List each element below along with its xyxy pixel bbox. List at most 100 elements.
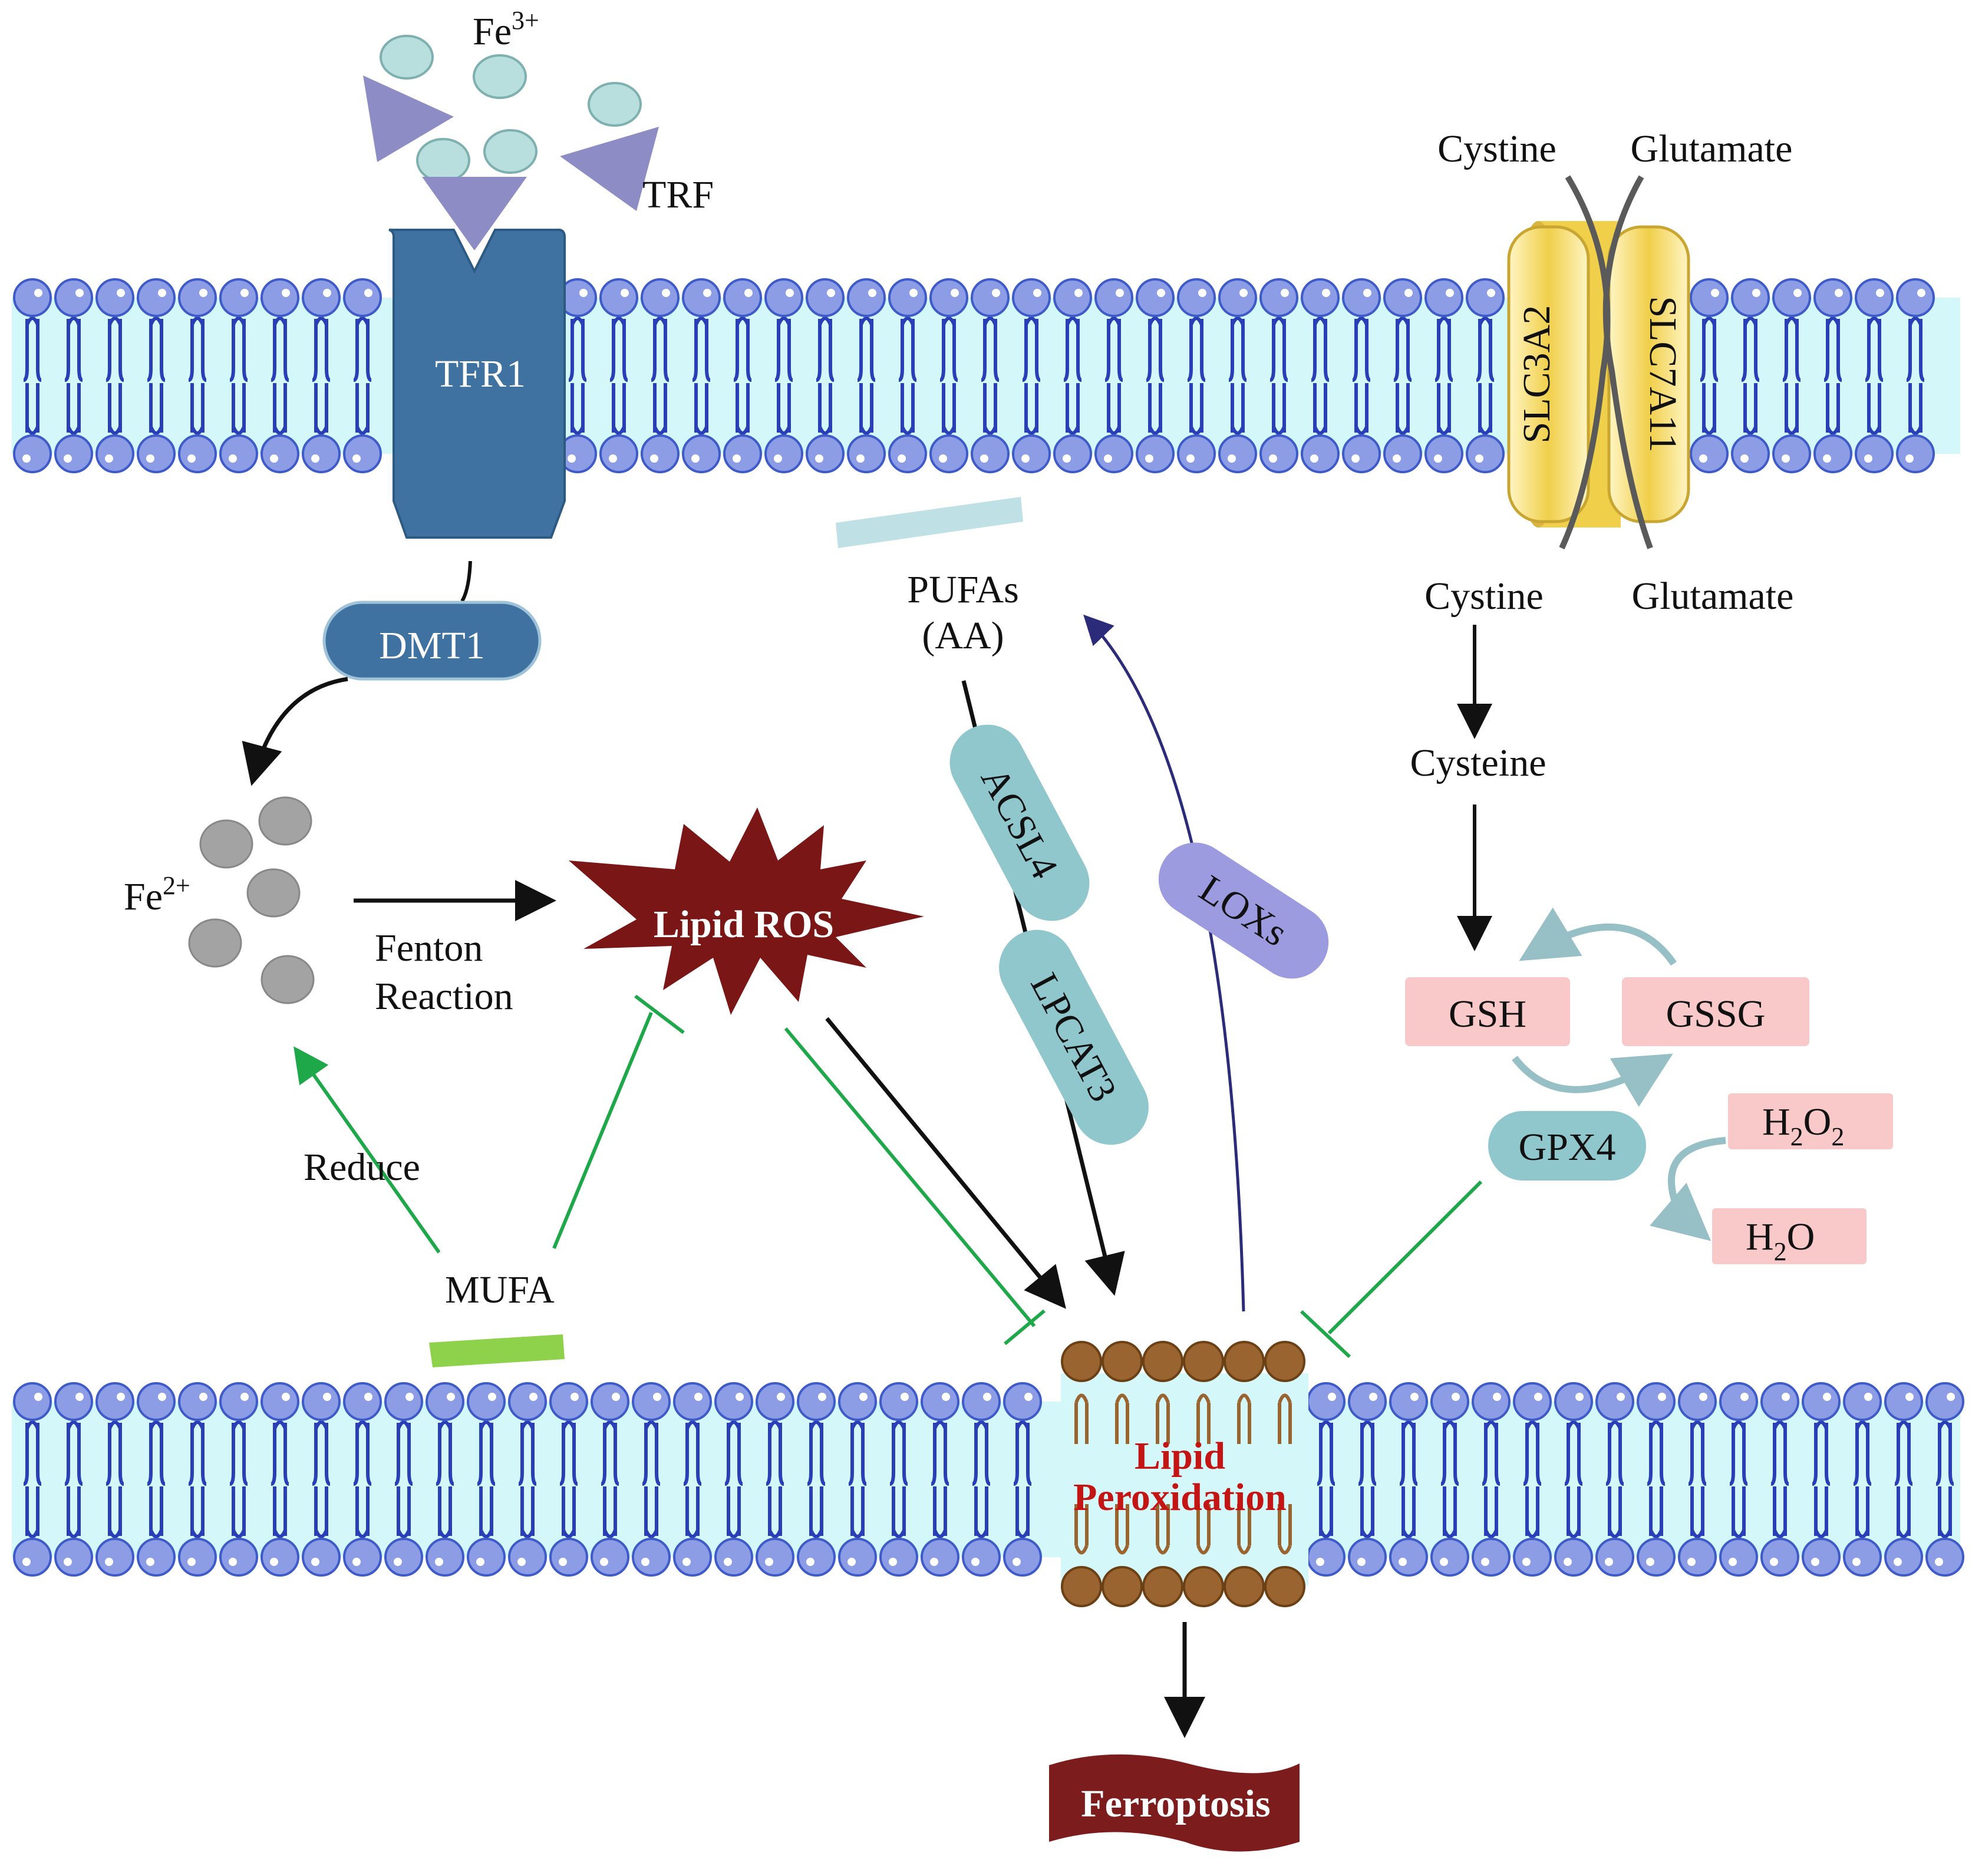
lipid-head (1307, 1538, 1346, 1577)
lipid-head (1884, 1382, 1923, 1421)
lipid-head (1003, 1382, 1042, 1421)
lipid-ros-starburst (569, 807, 924, 1015)
lipid-head (1383, 278, 1422, 317)
reduce-label: Reduce (304, 1146, 420, 1189)
lipid-head (797, 1382, 836, 1421)
lipid-head (1177, 278, 1216, 317)
fe3-label: Fe3+ (473, 6, 539, 53)
lipid-head (1472, 1382, 1511, 1421)
lipid-perox-label-line1: Lipid (1135, 1435, 1225, 1478)
lipid-head (508, 1382, 547, 1421)
lipid-head (178, 434, 217, 473)
peroxidized-lipid-head (1224, 1341, 1265, 1382)
lipid-head (1259, 278, 1298, 317)
lipid-head (260, 1538, 299, 1577)
lipid-head (1307, 1382, 1346, 1421)
lipid-head (921, 1538, 959, 1577)
mufa-inhibits-lipid-ros (552, 1011, 653, 1249)
lipid-head (1925, 1538, 1964, 1577)
lipid-head (682, 434, 721, 473)
lipid-head (723, 434, 762, 473)
mufa-reduce-fe2-arrow (294, 1046, 441, 1254)
cystine-in-label: Cystine (1424, 575, 1544, 618)
lipid-head (673, 1382, 712, 1421)
lipid-head (962, 1382, 1001, 1421)
lipid-head (1342, 278, 1381, 317)
lipid-head (847, 434, 886, 473)
lipid-head (1595, 1382, 1634, 1421)
dmt1-to-fe2-arrow (242, 677, 348, 786)
lipid-head (1003, 1538, 1042, 1577)
lipid-head (95, 434, 134, 473)
gpx4-box (1488, 1111, 1646, 1181)
lipid-head (1301, 278, 1340, 317)
lipid-head (641, 434, 680, 473)
lipid-head (1424, 278, 1463, 317)
lipid-head (1513, 1382, 1552, 1421)
lipid-head (426, 1538, 464, 1577)
lipid-head (467, 1538, 506, 1577)
dmt1-box (322, 601, 542, 681)
lipid-head (13, 278, 52, 317)
gsh-label: GSH (1449, 993, 1526, 1036)
peroxidized-lipid-head (1102, 1566, 1143, 1607)
lipid-head (54, 434, 93, 473)
lipid-head (549, 1538, 588, 1577)
lipid-head (178, 1382, 217, 1421)
lipid-head (1383, 434, 1422, 473)
tfr1-receptor (388, 229, 566, 539)
lipid-head (13, 1382, 52, 1421)
lipid-head (929, 278, 968, 317)
lipid-head (95, 1538, 134, 1577)
lipid-head (714, 1382, 753, 1421)
lipid-head (838, 1538, 877, 1577)
lipid-head (1896, 434, 1935, 473)
lipid-head (95, 278, 134, 317)
dmt1-label: DMT1 (379, 624, 485, 667)
lipid-head (1466, 434, 1505, 473)
lipid-head (847, 278, 886, 317)
lipid-head (1855, 434, 1894, 473)
peroxidized-lipid-head (1061, 1341, 1102, 1382)
lipid-head (929, 434, 968, 473)
peroxidized-lipid-head (1183, 1566, 1224, 1607)
pufas-label-line1: PUFAs (907, 568, 1019, 611)
peroxidized-lipid-head (1224, 1566, 1265, 1607)
lipid-head (1218, 434, 1257, 473)
ferroptosis-banner (1049, 1754, 1300, 1852)
lipid-head (137, 1538, 176, 1577)
lipid-head (1136, 278, 1175, 317)
lipid-head (632, 1382, 671, 1421)
lipid-head (384, 1382, 423, 1421)
peroxidized-lipid-head (1264, 1566, 1305, 1607)
lipid-head (13, 434, 52, 473)
gssg-box (1622, 977, 1809, 1046)
pufas-label-line2: (AA) (922, 614, 1004, 657)
lipid-head (714, 1538, 753, 1577)
lipid-head (1466, 278, 1505, 317)
tfr1-label: TFR1 (435, 352, 526, 395)
lipid-head (1731, 434, 1770, 473)
lipid-head (921, 1382, 959, 1421)
lipid-head (1843, 1538, 1882, 1577)
lipid-head (888, 434, 927, 473)
lipid-head (756, 1538, 794, 1577)
lipid-head (219, 1538, 258, 1577)
lipid-head (1813, 434, 1852, 473)
lipid-head (1218, 278, 1257, 317)
lipid-head (1678, 1382, 1717, 1421)
lipid-head (888, 278, 927, 317)
trf-transferrin (363, 75, 659, 250)
lipid-head (591, 1538, 629, 1577)
lipid-head (806, 278, 845, 317)
lipid-head (1802, 1538, 1841, 1577)
lipid-head (13, 1538, 52, 1577)
peroxidized-lipid-head (1264, 1341, 1305, 1382)
lipid-head (1259, 434, 1298, 473)
lipid-head (343, 278, 382, 317)
lipid-head (260, 434, 299, 473)
lipid-head (838, 1382, 877, 1421)
lipid-head (1389, 1538, 1428, 1577)
lipid-ros-inhibition-to-perox (784, 1027, 1036, 1327)
h2o2-box (1728, 1093, 1893, 1149)
